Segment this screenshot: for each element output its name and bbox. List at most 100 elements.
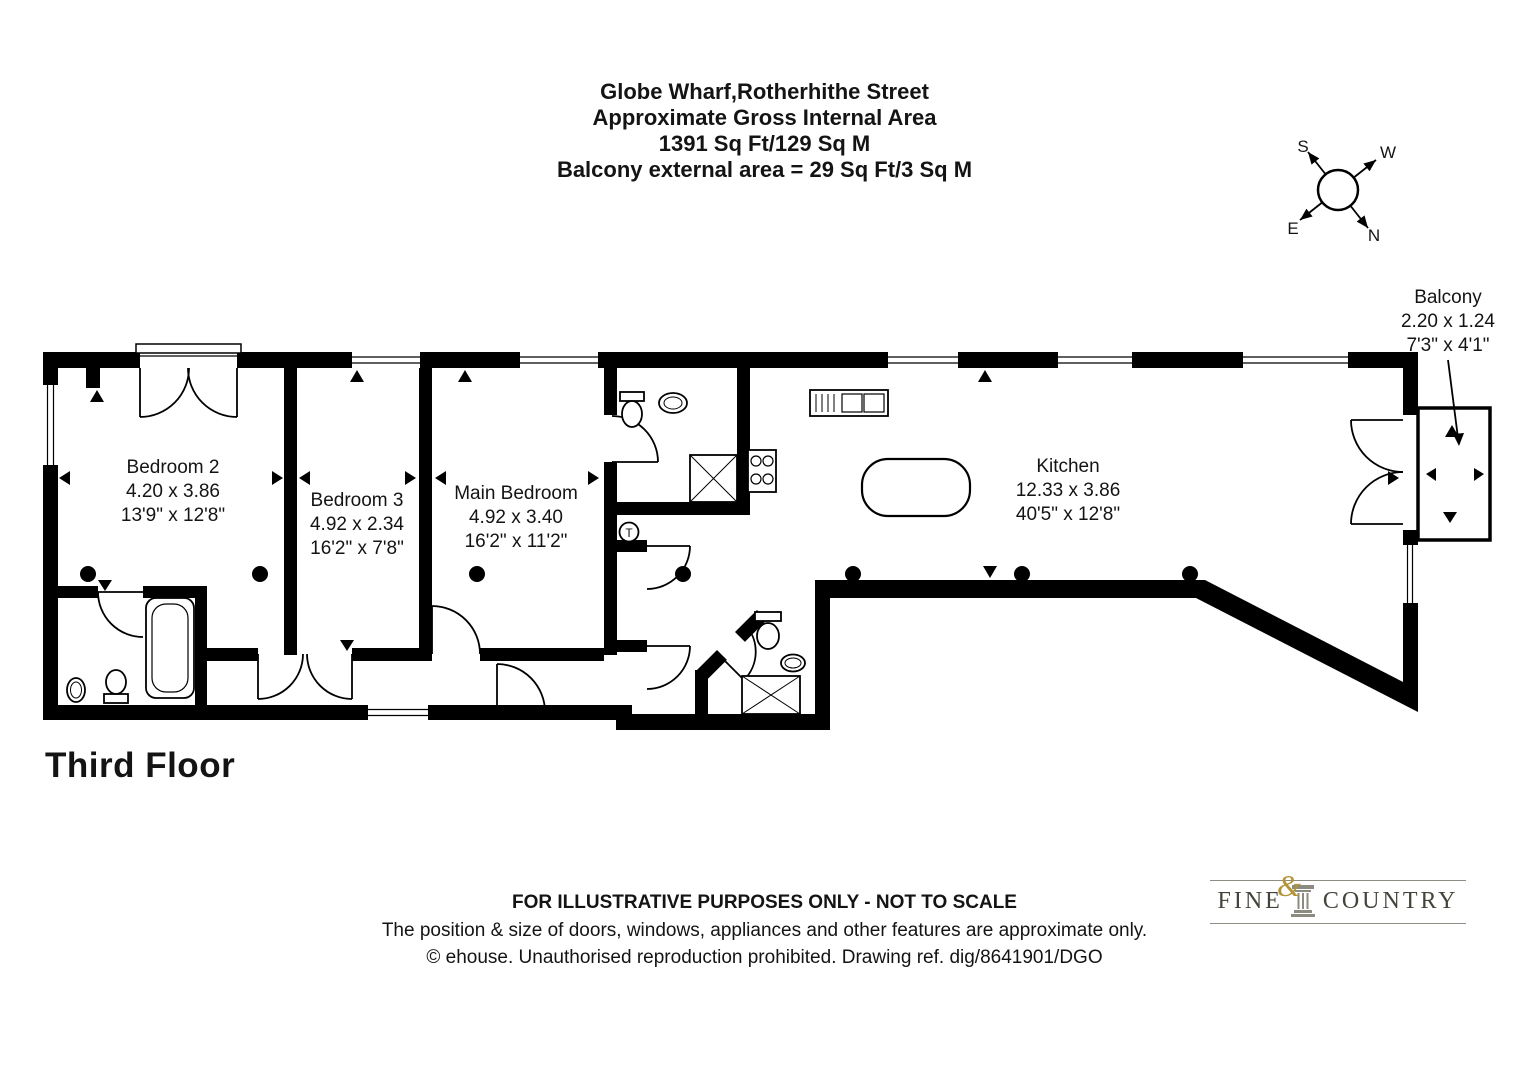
wall-segment <box>284 368 297 655</box>
window <box>1243 352 1348 368</box>
direction-markers <box>59 370 1399 651</box>
wall-segment <box>195 586 207 705</box>
direction-arrow <box>350 370 364 382</box>
window <box>1403 545 1418 603</box>
direction-arrow <box>1388 471 1399 485</box>
wall-segment <box>207 648 258 661</box>
interior-walls <box>58 368 767 714</box>
toilet <box>619 391 645 428</box>
plan-title: Globe Wharf,Rotherhithe Street <box>600 79 929 104</box>
room-dim-metric: 4.20 x 3.86 <box>126 481 220 502</box>
t-marker: T <box>618 521 640 543</box>
ensuite-door <box>97 591 144 638</box>
floor-interior <box>58 368 1403 714</box>
logo-word-country: COUNTRY <box>1322 888 1459 914</box>
wall-segment <box>695 670 708 714</box>
direction-arrow <box>458 370 472 382</box>
direction-arrow <box>983 566 997 578</box>
french-door-opening <box>140 352 237 368</box>
footer-note: The position & size of doors, windows, a… <box>381 919 1148 941</box>
bath <box>145 597 195 699</box>
footer-disclaimer: FOR ILLUSTRATIVE PURPOSES ONLY - NOT TO … <box>512 892 1017 913</box>
wall-segment <box>480 648 604 661</box>
room-dim-imperial: 13'9" x 12'8" <box>121 505 225 526</box>
column-dot <box>80 566 96 582</box>
door-leaf <box>715 651 745 681</box>
toilet <box>754 611 782 650</box>
logo-column-icon: & <box>1277 870 1316 917</box>
room-labels: Bedroom 2 4.20 x 3.86 13'9" x 12'8" Bedr… <box>121 456 1120 559</box>
room-dim-imperial: 40'5" x 12'8" <box>1016 504 1120 525</box>
wall-segment <box>58 586 98 598</box>
direction-arrow <box>90 390 104 402</box>
logo-rule-top <box>1210 880 1466 881</box>
door-arc <box>496 663 546 713</box>
main-bedroom-door <box>431 605 481 655</box>
door-arc <box>743 623 757 681</box>
sink <box>780 653 806 673</box>
direction-arrow <box>978 370 992 382</box>
wall-segment <box>737 368 750 515</box>
room-dim-imperial: 16'2" x 7'8" <box>310 538 404 559</box>
bathroom-door <box>611 415 659 463</box>
footer-copyright: © ehouse. Unauthorised reproduction proh… <box>426 947 1103 968</box>
fixtures: T <box>66 389 972 715</box>
wall-segment <box>617 502 750 515</box>
wall-pier <box>86 368 100 388</box>
compass-arrowhead-s <box>1308 152 1320 165</box>
juliet-balcony-rail <box>135 343 242 354</box>
column-dot <box>675 566 691 582</box>
plan-header: Globe Wharf,Rotherhithe Street Approxima… <box>0 79 1529 183</box>
direction-arrow <box>299 471 310 485</box>
columns <box>80 566 1198 582</box>
balcony-structure <box>1416 406 1492 542</box>
hob <box>747 449 777 493</box>
corridor-double-door <box>257 653 353 700</box>
wall-segment <box>419 368 432 648</box>
direction-arrow-right <box>1474 468 1484 481</box>
sink <box>66 677 86 703</box>
door-arc <box>431 605 481 655</box>
room-name: Bedroom 2 <box>127 457 220 478</box>
wc-door <box>715 623 757 681</box>
entry-door <box>496 663 546 713</box>
balcony-label: Balcony <box>1414 287 1482 308</box>
fine-and-country-logo: FINE & COUNTRY <box>1210 870 1466 924</box>
window <box>520 352 598 368</box>
window <box>888 352 958 368</box>
room-name: Bedroom 3 <box>311 490 404 511</box>
direction-arrow <box>435 471 446 485</box>
room-name: Main Bedroom <box>454 483 578 504</box>
french-double-door <box>139 367 238 418</box>
window <box>43 385 58 465</box>
door-arc <box>646 645 691 690</box>
compass-arrowhead-w <box>1363 160 1376 172</box>
logo-word-fine: FINE <box>1217 888 1283 914</box>
column-dot <box>1014 566 1030 582</box>
room-dim-imperial: 16'2" x 11'2" <box>465 531 568 552</box>
direction-arrow-left <box>1426 468 1436 481</box>
logo-rule-bottom <box>1210 923 1466 924</box>
window <box>352 352 420 368</box>
kitchen-sink <box>809 389 889 417</box>
column-icon <box>1290 885 1315 917</box>
hall-door-lower <box>646 645 691 690</box>
logo-ampersand: & <box>1276 868 1301 903</box>
compass-arrowhead-e <box>1300 208 1313 220</box>
direction-arrow <box>340 640 354 651</box>
balcony-dim-imperial: 7'3" x 4'1" <box>1406 335 1490 356</box>
plan-balcony-area: Balcony external area = 29 Sq Ft/3 Sq M <box>556 157 973 182</box>
direction-arrow <box>59 471 70 485</box>
wall-segment <box>143 586 207 598</box>
door-arc <box>187 367 238 418</box>
shower <box>741 675 801 715</box>
plan-area: 1391 Sq Ft/129 Sq M <box>658 131 871 156</box>
wall-segment <box>352 648 432 661</box>
compass-letter-n: N <box>1368 226 1380 245</box>
direction-arrow <box>588 471 599 485</box>
compass-letter-s: S <box>1297 137 1308 156</box>
room-dim-metric: 12.33 x 3.86 <box>1016 480 1121 501</box>
wall-segment <box>604 462 617 655</box>
